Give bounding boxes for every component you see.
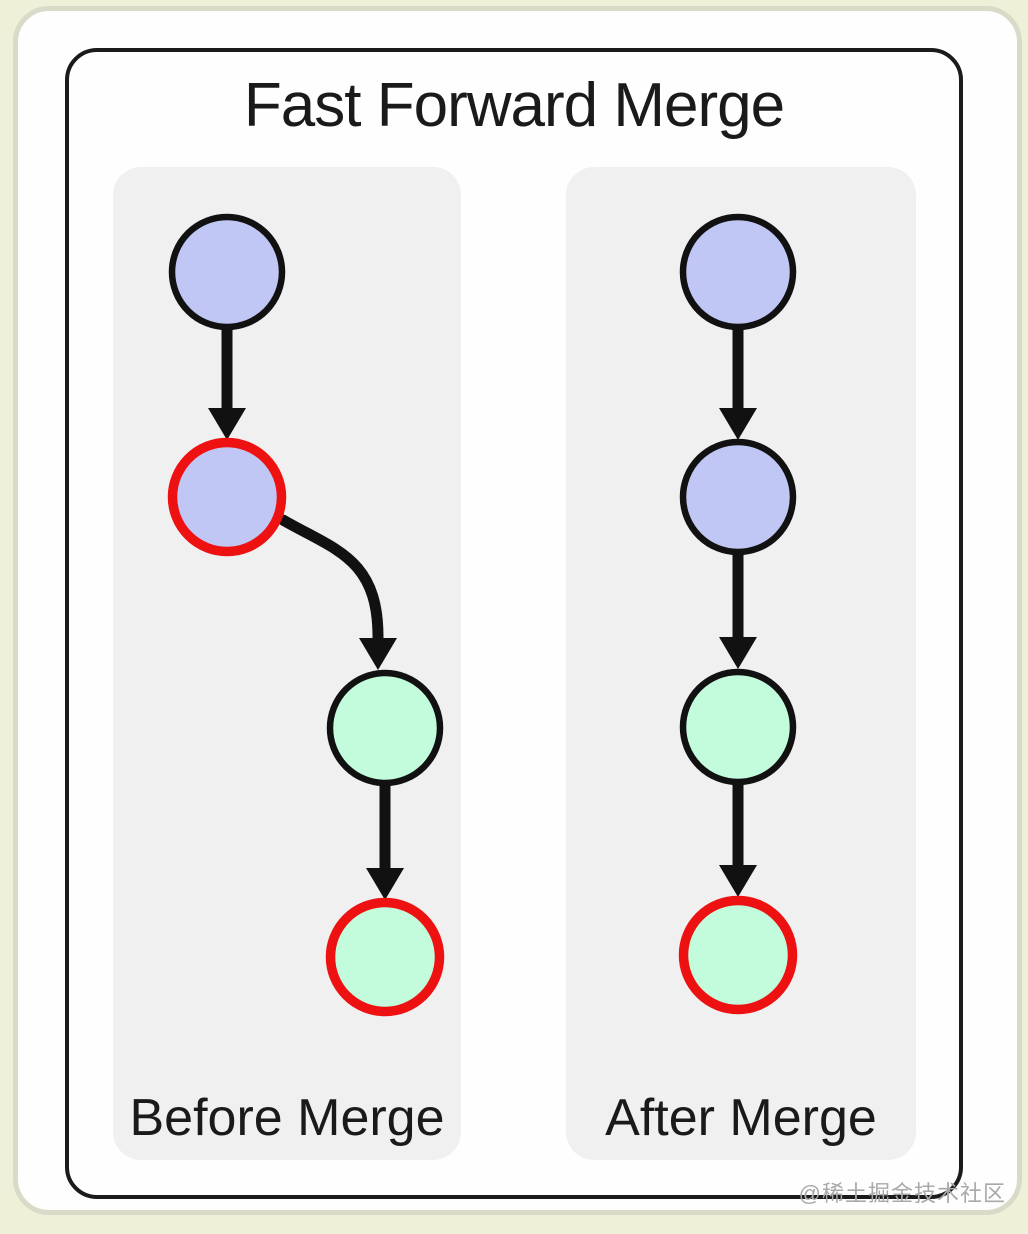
before-branch-commit-1 bbox=[326, 669, 444, 787]
watermark: @稀土掘金技术社区 bbox=[798, 1181, 1006, 1206]
arrowhead bbox=[359, 638, 397, 670]
after-commit-1 bbox=[679, 213, 797, 331]
arrowhead bbox=[719, 865, 757, 897]
after-commit-2 bbox=[679, 438, 797, 556]
after-merge-label: After Merge bbox=[605, 1089, 877, 1147]
arrowhead bbox=[719, 637, 757, 669]
after-commit-3 bbox=[679, 668, 797, 786]
arrowhead bbox=[719, 408, 757, 440]
branch-curve-arrow bbox=[277, 514, 384, 643]
diagram-frame bbox=[65, 48, 963, 1199]
before-main-commit-1 bbox=[168, 213, 286, 331]
arrowhead bbox=[208, 408, 246, 440]
after-head-commit bbox=[678, 895, 798, 1015]
before-branch-head-commit bbox=[325, 897, 445, 1017]
arrowhead bbox=[366, 868, 404, 900]
before-main-head-commit bbox=[167, 437, 287, 557]
diagram-title: Fast Forward Merge bbox=[243, 71, 785, 140]
before-merge-label: Before Merge bbox=[129, 1089, 445, 1147]
